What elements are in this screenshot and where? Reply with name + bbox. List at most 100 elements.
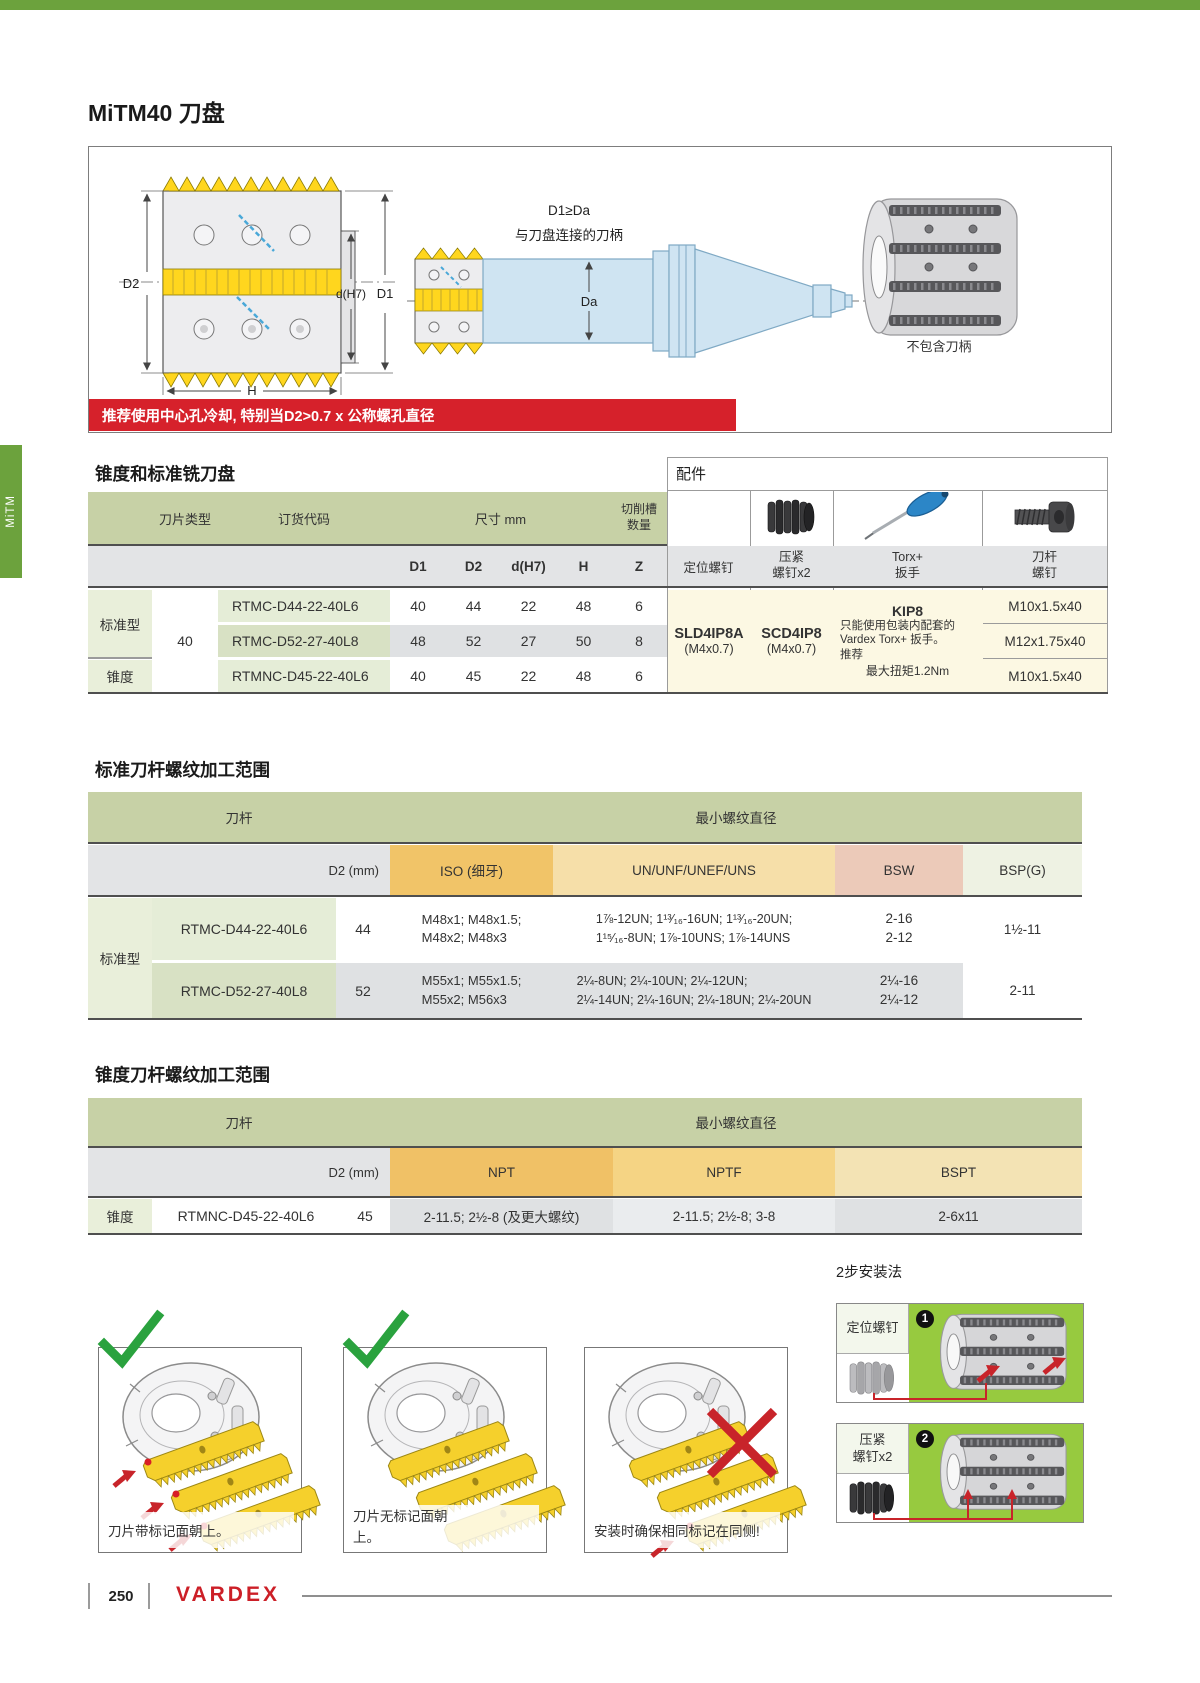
t2-r2-d2: 52: [336, 963, 390, 1018]
acc-torx: KIP8 只能使用包装内配套的 Vardex Torx+ 扳手。 推荐 最大扭矩…: [834, 590, 981, 692]
t2-r2-iso: M55x1; M55x1.5; M55x2; M56x3: [390, 963, 553, 1018]
acc-set-spec: (M4x0.7): [684, 642, 734, 656]
col-flutes: 切削槽 数量: [620, 502, 657, 532]
acc-screw1: M10x1.5x40: [1008, 598, 1082, 614]
page-title: MiTM40 刀盘: [88, 100, 225, 126]
row1-code: RTMC-D44-22-40L6: [218, 590, 390, 622]
step2-art: [849, 1423, 1084, 1520]
dimension-diagram: D2 H d(H7) D1: [119, 176, 1018, 398]
acc-subheader: [668, 546, 1107, 586]
t2-r2-bsw: 2¼-16 2¼-12: [835, 963, 963, 1018]
t2-r1-d2: 44: [355, 921, 371, 937]
t2-holder: 刀杆: [225, 811, 253, 826]
t2-r1-bsw: 2-16 2-12: [885, 911, 913, 945]
row3-d2: 45: [465, 668, 482, 684]
table3-header-band: [88, 1098, 1082, 1146]
dim-dh7-label: d(H7): [336, 287, 366, 301]
table1-header-band: [88, 492, 667, 544]
install-box-wrong: [584, 1347, 788, 1553]
install-caption-3: 安装时确保相同标记在同侧!: [594, 1512, 780, 1548]
dim-d2-label: D2: [123, 276, 140, 291]
acc-values-bg: [668, 590, 1107, 692]
row1-dh7: 22: [520, 598, 537, 614]
install-caption-1: 刀片带标记面朝上。: [108, 1512, 294, 1548]
row2-code: RTMC-D52-27-40L8: [218, 625, 390, 657]
acc-torx-note: 只能使用包装内配套的 Vardex Torx+ 扳手。 推荐: [840, 619, 955, 661]
step1-label: 定位螺钉: [837, 1304, 909, 1354]
t2-r1-iso: M48x1; M48x1.5; M48x2; M48x3: [421, 911, 522, 945]
row2-d2: 52: [446, 625, 501, 657]
t3-col-d2: D2 (mm): [328, 1164, 379, 1180]
table2-header-band: [88, 792, 1082, 842]
t2-r2-un: 2¼-8UN; 2¼-10UN; 2¼-12UN; 2¼-14UN; 2¼-16…: [553, 963, 835, 1018]
accessory-icons: [767, 492, 1076, 541]
acc-clamp-code: SCD4IP8: [761, 626, 822, 642]
step2-number-badge: 2: [916, 1430, 934, 1448]
row3-z: 6: [635, 668, 643, 684]
top-accent-bar: [0, 0, 1200, 10]
t2-r1-code: RTMC-D44-22-40L6: [152, 898, 336, 960]
table1-subheader: [88, 546, 667, 586]
acc-clamp-spec: (M4x0.7): [766, 642, 817, 656]
cutter-photo: [862, 198, 1018, 336]
row1-d1: 40: [410, 598, 426, 614]
row2-z: 8: [611, 625, 667, 657]
t3-col-npt: NPT: [390, 1148, 613, 1196]
row1-z: 6: [635, 598, 643, 614]
photo-caption: 不包含刀柄: [906, 338, 972, 354]
row1-d2: 44: [465, 598, 482, 614]
row3-d1: 40: [410, 668, 426, 684]
t3-min-dia: 最小螺纹直径: [695, 1116, 777, 1131]
t2-col-bsp: BSP(G): [963, 845, 1082, 895]
acc-head-clamp: 压紧 螺钉x2: [772, 550, 811, 580]
col-dimensions: 尺寸 mm: [474, 511, 527, 527]
table1-title: 锥度和标准铣刀盘: [95, 463, 235, 484]
t2-group: 标准型: [88, 898, 152, 1018]
torx-driver-icon: [863, 492, 953, 541]
shank-condition: D1≥Da: [548, 203, 590, 218]
t3-d2: 45: [357, 1208, 373, 1224]
sidebar-tab-label: MiTM: [5, 495, 17, 528]
t3-code: RTMNC-D45-22-40L6: [177, 1208, 315, 1224]
table3-title: 锥度刀杆螺纹加工范围: [95, 1064, 270, 1085]
acc-torx-torque: 最大扭矩1.2Nm: [865, 664, 950, 679]
dim-d1-label: D1: [377, 286, 394, 301]
row3-dh7: 22: [520, 668, 537, 684]
t3-col-nptf: NPTF: [613, 1148, 835, 1196]
t3-group: 锥度: [88, 1199, 152, 1233]
accessories-title: 配件: [676, 465, 707, 483]
t3-holder: 刀杆: [225, 1116, 253, 1131]
install-box-marked: [98, 1347, 302, 1553]
two-step-title: 2步安装法: [836, 1264, 903, 1281]
t3-subgray: [88, 1148, 390, 1196]
t2-min-dia: 最小螺纹直径: [695, 811, 777, 826]
t3-nptf: 2-11.5; 2½-8; 3-8: [613, 1199, 835, 1233]
t3-npt: 2-11.5; 2½-8 (及更大螺纹): [390, 1199, 613, 1233]
sub-d1: D1: [409, 558, 427, 574]
step1-art: [849, 1303, 1084, 1400]
t2-r2-code: RTMC-D52-27-40L8: [152, 963, 336, 1018]
t3-bspt: 2-6x11: [835, 1199, 1082, 1233]
acc-head-set: 定位螺钉: [683, 560, 734, 575]
group-taper: 锥度: [88, 660, 152, 692]
t2-col-un: UN/UNF/UNEF/UNS: [553, 845, 835, 895]
acc-screw2: M12x1.75x40: [1004, 633, 1086, 649]
step1-number-badge: 1: [916, 1310, 934, 1328]
cap-screw-icon: [1014, 501, 1076, 533]
page-number: 250: [108, 1587, 134, 1605]
row2-d1: 48: [390, 625, 446, 657]
acc-clamp-screw: SCD4IP8 (M4x0.7): [751, 590, 832, 692]
t2-col-d2: D2 (mm): [328, 862, 379, 878]
sidebar-tab: MiTM: [0, 445, 22, 578]
col-order-code: 订货代码: [277, 511, 330, 527]
set-screw-icon: [767, 499, 815, 535]
shank-note: 与刀盘连接的刀柄: [515, 227, 623, 243]
install-caption-2: 刀片无标记面朝 上。: [353, 1505, 539, 1551]
group-standard: 标准型: [88, 590, 152, 657]
dim-da-label: Da: [581, 294, 598, 309]
t2-r1-bsp: 1½-11: [1003, 921, 1042, 937]
acc-set-screw: SLD4IP8A (M4x0.7): [668, 590, 750, 692]
row2-h: 50: [556, 625, 611, 657]
row1-h: 48: [575, 598, 592, 614]
